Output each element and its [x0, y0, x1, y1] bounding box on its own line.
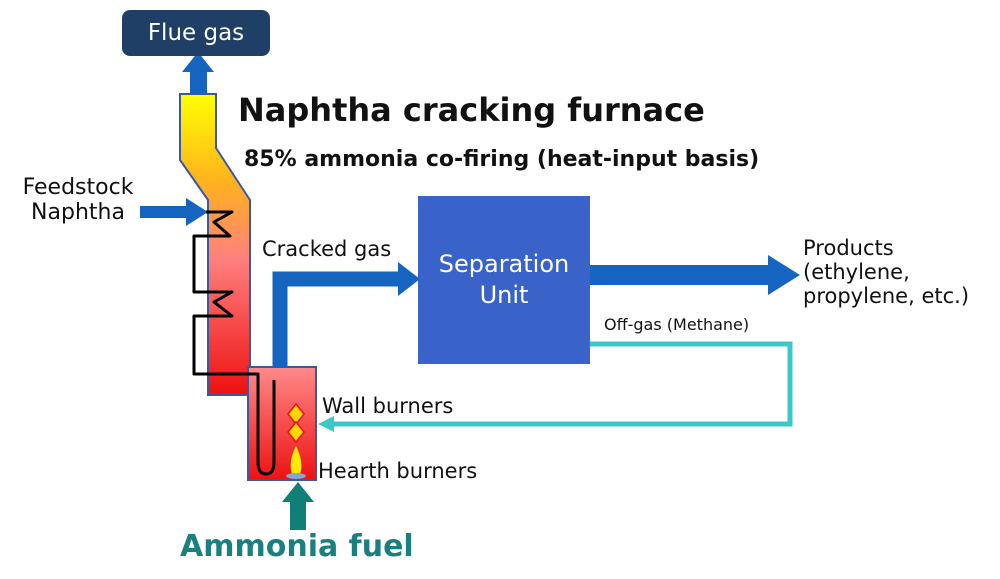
- furnace-stack: [179, 93, 251, 396]
- feedstock-line-1: Feedstock: [22, 175, 134, 200]
- separation-unit-line-1: Separation: [438, 249, 570, 278]
- diagram-subtitle: 85% ammonia co-firing (heat-input basis): [244, 147, 760, 172]
- products-line-2: (ethylene,: [803, 260, 910, 285]
- ammonia-fuel-label: Ammonia fuel: [180, 529, 414, 564]
- feedstock-arrow: [140, 198, 208, 226]
- wall-burner-flames: [287, 402, 305, 444]
- products-line-1: Products: [803, 236, 894, 260]
- products-line-3: propylene, etc.): [803, 284, 970, 309]
- flue-gas-label: Flue gas: [147, 20, 245, 46]
- flue-gas-box: Flue gas: [122, 10, 270, 56]
- feedstock-line-2: Naphtha: [31, 200, 125, 226]
- separation-unit-box: Separation Unit: [418, 196, 590, 364]
- diagram-title: Naphtha cracking furnace: [238, 91, 705, 129]
- off-gas-label: Off-gas (Methane): [604, 315, 750, 334]
- off-gas-line: [318, 341, 793, 432]
- hearth-burners-label: Hearth burners: [318, 459, 478, 483]
- cracked-gas-arrow: [272, 262, 420, 368]
- cracked-gas-label: Cracked gas: [262, 237, 392, 261]
- process-coil: [192, 210, 276, 476]
- flue-gas-arrow: [182, 52, 214, 96]
- separation-unit-line-2: Unit: [479, 281, 529, 309]
- products-arrow: [590, 255, 800, 295]
- ammonia-fuel-arrow: [282, 482, 314, 530]
- hearth-burner-flame: [286, 446, 306, 479]
- wall-burners-label: Wall burners: [322, 394, 454, 418]
- feedstock-label: Feedstock Naphtha: [8, 175, 148, 226]
- products-label: Products (ethylene, propylene, etc.): [803, 236, 969, 308]
